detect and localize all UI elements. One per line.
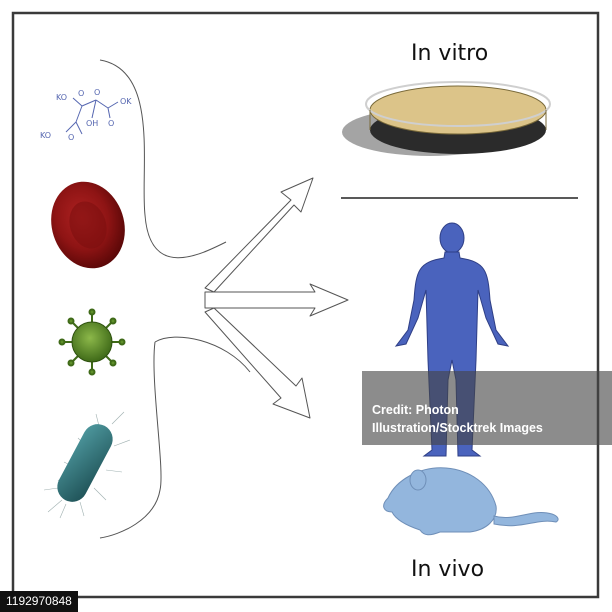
molecule-atom: OK [120,97,132,106]
watermark-overlay: Credit: Photon Illustration/Stocktrek Im… [362,371,612,445]
molecule-atom: O [108,119,114,128]
bacterium-icon [43,411,131,519]
potassium-citrate-molecule-icon [65,97,119,135]
connector-curve-upper [99,59,227,259]
molecule-atom: O [94,88,100,97]
mouse-icon [383,467,559,536]
molecule-atom: O [78,89,84,98]
virus-icon [58,308,126,376]
image-id-tag: 1192970848 [0,591,78,612]
red-blood-cell-icon [51,181,125,269]
molecule-atom: KO [40,131,51,140]
human-silhouette-icon [394,222,510,457]
molecule-atom: KO [56,93,67,102]
arrow-center [204,283,349,317]
watermark-source: Illustration/Stocktrek Images [372,421,543,435]
connector-curve-lower [99,336,251,539]
petri-dish-icon [342,81,551,156]
watermark-credit: Credit: Photon [372,403,459,417]
outer-frame [11,11,600,599]
arrow-to-in-vivo [204,307,311,419]
in-vivo-label: In vivo [411,557,484,582]
molecule-atom: O [68,133,74,142]
molecule-atom: OH [86,119,98,128]
connector-curves [99,59,251,539]
arrow-to-in-vitro [204,177,314,293]
in-vitro-label: In vitro [411,41,488,66]
